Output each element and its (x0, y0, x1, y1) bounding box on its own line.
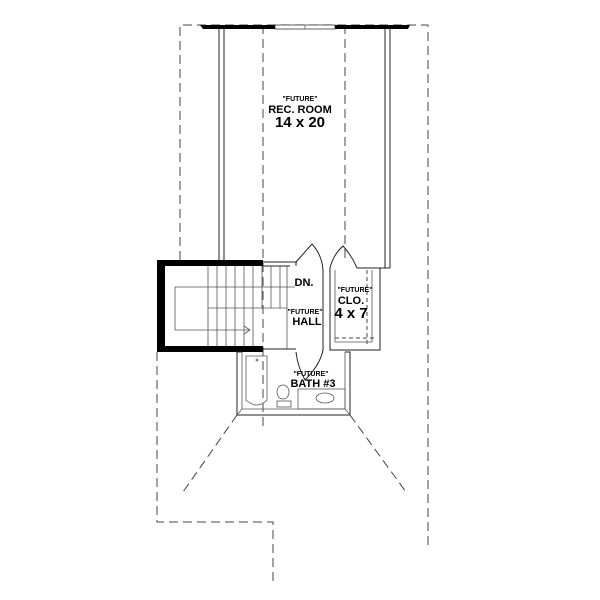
closet (329, 245, 381, 351)
stairs-direction: DN. (295, 277, 314, 289)
bathroom (236, 351, 351, 416)
sink-icon (315, 392, 335, 404)
bath-prefix: "FUTURE" (293, 371, 328, 378)
rec-room-size: 14 x 20 (275, 114, 325, 131)
hall-prefix: "FUTURE" (287, 309, 322, 316)
bath-name: BATH #3 (290, 378, 335, 390)
top-wall (200, 24, 410, 30)
toilet-icon (276, 384, 290, 400)
room-labels: "FUTURE" REC. ROOM 14 x 20 DN. "FUTURE" … (268, 96, 372, 390)
closet-size: 4 x 7 (334, 305, 367, 322)
hall-name: HALL (292, 316, 322, 328)
staircase (157, 260, 296, 352)
stair-arrow-icon (174, 286, 295, 331)
rec-room-walls (218, 29, 391, 269)
vanity (297, 388, 346, 410)
closet-prefix: "FUTURE" (337, 287, 372, 294)
bathtub-icon (245, 355, 268, 406)
closet-name: CLO. (338, 295, 364, 307)
rec-room-prefix: "FUTURE" (282, 96, 317, 103)
hall-doors (295, 243, 324, 381)
rec-room-name: REC. ROOM (268, 104, 332, 116)
